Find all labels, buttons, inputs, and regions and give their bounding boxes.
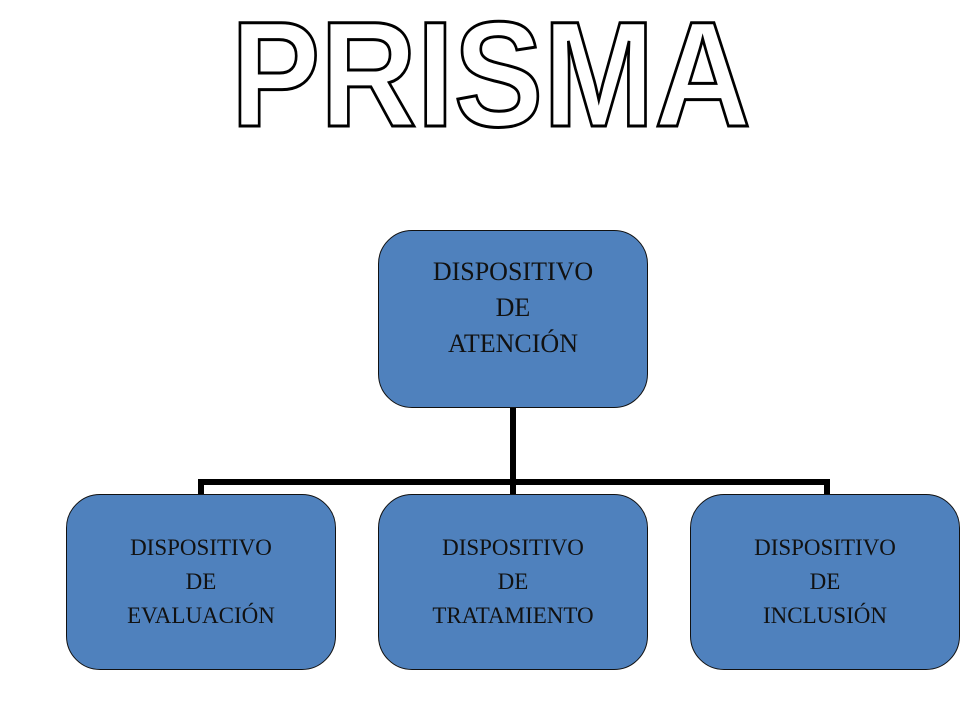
title-wordart: PRISMA <box>230 0 753 160</box>
node-label-line2: DE <box>495 293 531 322</box>
node-dispositivo-de-evaluacion: DISPOSITIVO DE EVALUACIÓN <box>66 494 336 670</box>
node-dispositivo-de-atencion: DISPOSITIVO DE ATENCIÓN <box>378 230 648 408</box>
node-label-line3: ATENCIÓN <box>448 329 578 358</box>
node-label-line3: EVALUACIÓN <box>127 603 275 628</box>
node-dispositivo-de-tratamiento: DISPOSITIVO DE TRATAMIENTO <box>378 494 648 670</box>
node-label-line1: DISPOSITIVO <box>754 535 896 560</box>
node-label-line1: DISPOSITIVO <box>432 257 594 286</box>
node-label-line3: INCLUSIÓN <box>763 603 887 628</box>
node-label-line1: DISPOSITIVO <box>130 535 272 560</box>
node-label-line2: DE <box>497 569 529 594</box>
node-label-line1: DISPOSITIVO <box>442 535 584 560</box>
page-title: PRISMA <box>231 0 751 158</box>
node-dispositivo-de-inclusion: DISPOSITIVO DE INCLUSIÓN <box>690 494 960 670</box>
node-label-line3: TRATAMIENTO <box>432 603 594 628</box>
node-label-line2: DE <box>185 569 217 594</box>
node-label-line2: DE <box>809 569 841 594</box>
